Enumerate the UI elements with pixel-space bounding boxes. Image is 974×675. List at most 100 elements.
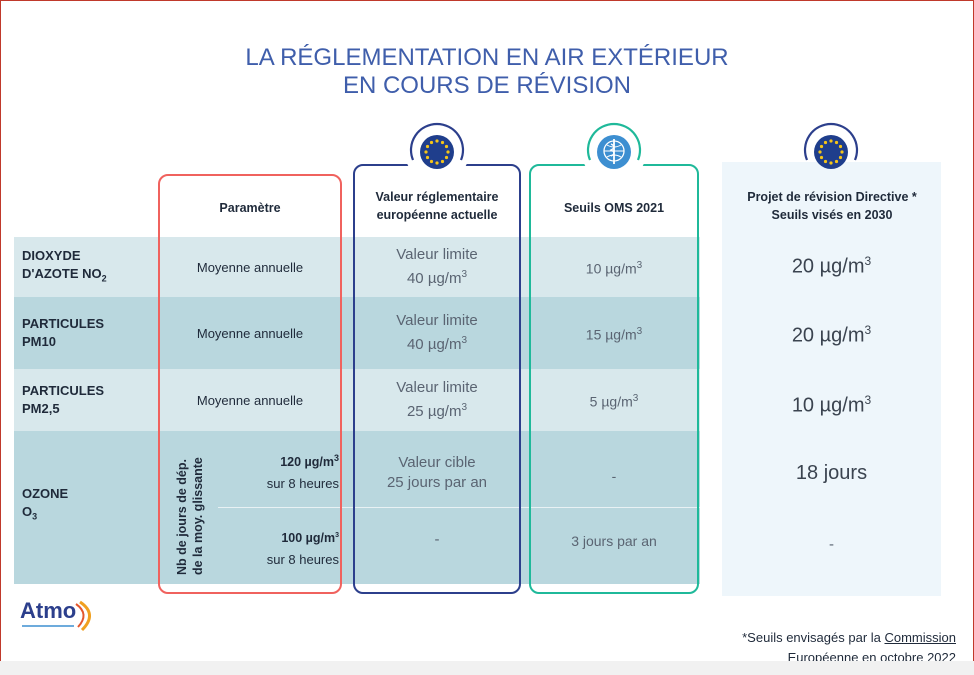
row-pm25-revision-sup: 3 (864, 393, 872, 408)
row-pm10-revision-sup: 3 (864, 323, 872, 338)
ozone-sub1-eu-line2: 25 jours par an (386, 474, 488, 491)
eu-flag-icon (803, 122, 859, 169)
row-pm25-method: Moyenne annuelle (160, 369, 340, 431)
row-pm25-name: PARTICULES PM2,5 (22, 369, 152, 431)
page-title-line2: EN COURS DE RÉVISION (342, 72, 632, 99)
ozone-sub1-oms-text: - (611, 468, 617, 484)
row-pm10-eu-line2: 40 µg/m (406, 336, 462, 353)
row-pm25-oms-sup: 3 (632, 392, 639, 404)
row-no2-eu: Valeur limite 40 µg/m3 (355, 237, 519, 297)
footnote-commission-link[interactable]: Commission (884, 630, 956, 645)
row-pm10-name-line1: PARTICULES (22, 316, 105, 331)
row-pm25-revision-text: 10 µg/m (791, 394, 865, 417)
row-no2-name: DIOXYDE D'AZOTE NO2 (22, 237, 152, 297)
ozone-sub2-eu-text: - (434, 531, 440, 548)
ozone-sub1-eu-line1: Valeur cible (398, 454, 476, 471)
ozone-sub2-sup: 3 (335, 531, 339, 539)
row-no2-method: Moyenne annuelle (160, 237, 340, 297)
row-no2-name-line2: D'AZOTE NO (22, 265, 102, 281)
bottom-bar (0, 661, 974, 675)
row-pm25-oms: 5 µg/m3 (531, 369, 697, 431)
row-pm10-oms-sup: 3 (636, 325, 643, 337)
row-band-pm25 (14, 369, 700, 431)
row-ozone-name-sub: 3 (32, 511, 38, 522)
ozone-sub2-value: 100 µg/m (281, 531, 336, 546)
row-pm25-eu-sup: 3 (461, 402, 468, 413)
ozone-sub-divider (218, 507, 700, 508)
header-eu-line2: européenne actuelle (376, 208, 498, 222)
header-revision-line2: Seuils visés en 2030 (771, 208, 893, 222)
ozone-sub1-period: sur 8 heures (266, 476, 339, 492)
row-no2-name-sub: 2 (101, 273, 107, 284)
ozone-sub2-oms-text: 3 jours par an (571, 533, 657, 549)
eu-revision-emblem (799, 120, 863, 184)
ozone-sub2-period: sur 8 heures (266, 552, 339, 568)
row-pm10-method-text: Moyenne annuelle (196, 325, 304, 341)
row-no2-revision-text: 20 µg/m (791, 255, 865, 278)
row-band-pm10 (14, 297, 700, 369)
row-pm10-revision: 20 µg/m3 (722, 297, 941, 369)
row-band-no2 (14, 237, 700, 297)
revision-column-bg (722, 162, 941, 596)
row-pm10-eu: Valeur limite 40 µg/m3 (355, 297, 519, 369)
row-pm25-name-line2: PM2,5 (22, 401, 60, 416)
row-no2-oms: 10 µg/m3 (531, 237, 697, 297)
footnote-line1: *Seuils envisagés par la Commission (656, 630, 956, 645)
ozone-sub1-sup: 3 (333, 452, 339, 463)
who-emblem-icon (586, 122, 642, 169)
page-title-line1: LA RÉGLEMENTATION EN AIR EXTÉRIEUR (245, 44, 729, 71)
who-emblem (582, 120, 646, 184)
ozone-sub2-oms: 3 jours par an (531, 513, 697, 569)
row-ozone-name-line1: OZONE (22, 485, 69, 501)
ozone-sub2-revision: - (722, 517, 941, 573)
row-ozone-name: OZONE O3 (22, 470, 152, 540)
eu-emblem (405, 120, 469, 184)
row-pm25-revision: 10 µg/m3 (722, 372, 941, 434)
row-no2-name-line1: DIOXYDE (22, 247, 81, 263)
row-no2-revision: 20 µg/m3 (722, 234, 941, 294)
ozone-rotated-label-line1: Nb de jours de dép. (175, 459, 189, 575)
row-pm10-revision-text: 20 µg/m (791, 324, 865, 347)
ozone-sub1-oms: - (531, 448, 697, 504)
header-eu-line1: Valeur réglementaire (375, 190, 499, 204)
row-pm10-oms-text: 15 µg/m (585, 326, 637, 343)
row-no2-revision-sup: 3 (864, 254, 872, 269)
row-pm25-eu-line1: Valeur limite (396, 379, 478, 396)
eu-flag-icon (409, 122, 465, 169)
ozone-sub1-value: 120 µg/m (280, 455, 334, 470)
row-no2-eu-sup: 3 (461, 269, 468, 280)
ozone-sub2-eu: - (355, 512, 519, 568)
ozone-sub1-eu: Valeur cible 25 jours par an (355, 445, 519, 501)
ozone-rotated-label-line2: de la moy. glissante (191, 457, 205, 575)
row-no2-method-text: Moyenne annuelle (196, 259, 304, 275)
ozone-sub1-revision-text: 18 jours (795, 462, 868, 484)
row-pm10-method: Moyenne annuelle (160, 297, 340, 369)
ozone-sub2-revision-text: - (829, 536, 834, 553)
row-pm25-eu: Valeur limite 25 µg/m3 (355, 369, 519, 431)
header-revision: Projet de révision Directive * Seuils vi… (718, 186, 946, 226)
row-pm10-eu-line1: Valeur limite (396, 312, 478, 329)
ozone-sub1-revision: 18 jours (722, 445, 941, 501)
row-no2-oms-text: 10 µg/m (585, 260, 637, 277)
row-pm10-oms: 15 µg/m3 (531, 297, 697, 369)
header-eu: Valeur réglementaire européenne actuelle (355, 186, 519, 226)
row-pm25-eu-line2: 25 µg/m (406, 403, 462, 420)
header-parametre: Paramètre (160, 190, 340, 226)
row-pm25-method-text: Moyenne annuelle (196, 392, 304, 408)
atmo-logo: Atmo (18, 594, 108, 634)
ozone-sub2-threshold: 100 µg/m3 sur 8 heures (225, 520, 339, 576)
row-no2-oms-sup: 3 (636, 259, 643, 271)
header-revision-line1: Projet de révision Directive * (747, 190, 917, 204)
footnote-prefix: *Seuils envisagés par la (742, 630, 885, 645)
atmo-swoosh-icon (22, 600, 91, 632)
row-pm10-name: PARTICULES PM10 (22, 297, 152, 369)
row-no2-eu-line1: Valeur limite (396, 246, 478, 263)
atmo-logo-text: Atmo (20, 598, 77, 623)
header-oms: Seuils OMS 2021 (531, 190, 697, 226)
row-pm25-name-line1: PARTICULES (22, 383, 105, 398)
param-column-outline (158, 174, 342, 594)
row-pm25-oms-text: 5 µg/m (589, 393, 633, 410)
row-ozone-name-line2: O (22, 503, 33, 519)
ozone-sub1-threshold: 120 µg/m3 sur 8 heures (225, 443, 339, 499)
header-parametre-text: Paramètre (219, 201, 281, 215)
